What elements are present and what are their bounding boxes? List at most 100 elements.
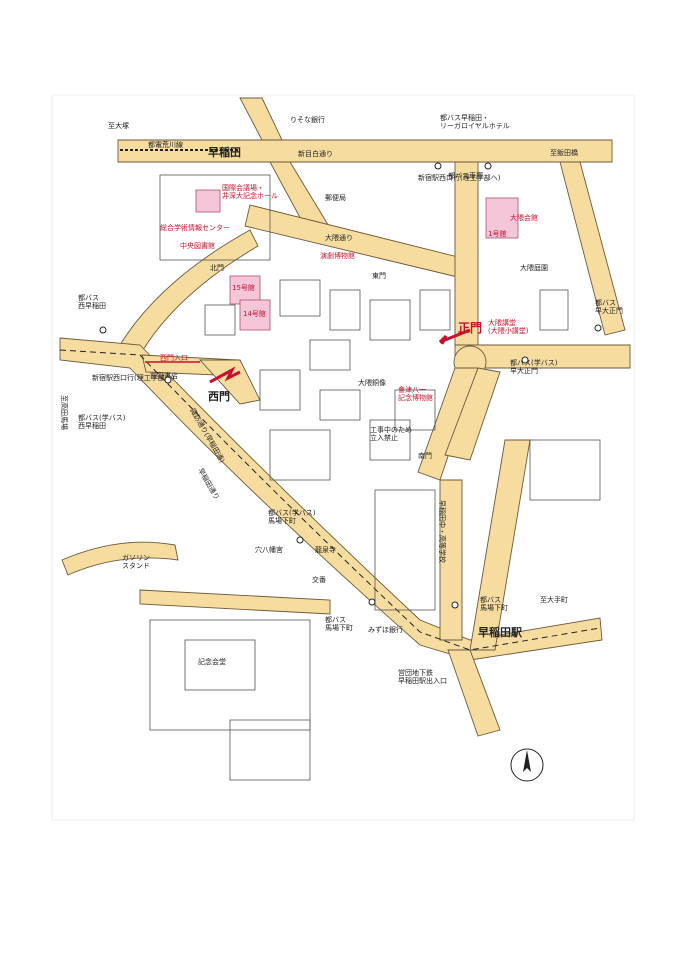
label-anahachiman: 穴八幡宮 <box>255 545 283 554</box>
label-to-iidabashi: 至飯田橋 <box>550 148 578 157</box>
buildings <box>149 174 601 781</box>
building-block-d[interactable] <box>369 299 411 341</box>
road-south-2[interactable] <box>444 367 501 461</box>
label-mizuho-bank: みずほ銀行 <box>368 625 403 634</box>
label-ichigokan: 1号館 <box>488 229 506 238</box>
building-construction[interactable] <box>369 419 411 461</box>
label-sogo-gakujutsu: 総合学術情報センター <box>160 223 230 232</box>
label-ryusenji: 龍泉寺 <box>315 545 336 554</box>
label-15go: 15号館 <box>232 283 255 292</box>
building-block-c[interactable] <box>329 289 361 331</box>
road-shin-mejiro[interactable] <box>117 139 613 163</box>
label-bus-stop-shinjuku: 新宿駅西口行(理工学部へ) <box>418 173 501 182</box>
road-chukou-east[interactable] <box>469 439 531 651</box>
road-waseda-dori[interactable] <box>59 337 603 661</box>
building-block-f[interactable] <box>309 339 351 371</box>
label-koban: 交番 <box>312 575 326 584</box>
label-nishimon: 西門 <box>208 390 230 403</box>
building-east-block[interactable] <box>529 439 601 501</box>
label-nishimon-iriguchi: 西門入口 <box>160 354 188 362</box>
building-waseda-chukou[interactable] <box>374 489 436 611</box>
label-okuma-kodo: 大隈講堂(大隈小講堂) <box>488 318 529 335</box>
label-14go: 14号館 <box>243 309 266 318</box>
bus-stop-icon[interactable] <box>164 376 172 384</box>
label-chuo-toshokan: 中央図書館 <box>180 241 215 250</box>
road-main-gate-north[interactable] <box>454 161 479 346</box>
label-eidan-chikatetsu: 営団地下鉄早稲田駅出入口 <box>398 668 447 685</box>
label-waseda-station-toden: 早稲田 <box>208 145 241 159</box>
building-block-b[interactable] <box>279 279 321 317</box>
label-waseda-eki: 早稲田駅 <box>478 625 522 639</box>
label-bus-babashita-lower: 都バス馬場下町 <box>325 616 353 632</box>
label-bus-gakubus-nishiwaseda: 都バス(学バス)西早稲田 <box>78 413 126 430</box>
building-lower-block[interactable] <box>229 719 311 781</box>
building-aizu-museum[interactable] <box>394 389 436 431</box>
label-waseda-chukou: 早稲田中・高等学校 <box>438 500 447 563</box>
label-shin-mejiro-dori: 新目白通り <box>298 149 333 158</box>
bus-stop-icon[interactable] <box>296 536 304 544</box>
label-aizu-yaichi: 會津八一記念博物館 <box>398 385 433 402</box>
road-east[interactable] <box>559 161 626 336</box>
building-block-g[interactable] <box>259 369 301 411</box>
bus-stop-icon[interactable] <box>451 601 459 609</box>
label-maeno-shoten: 前野書店 <box>150 371 178 380</box>
label-tomon: 東門 <box>372 271 386 280</box>
label-minamimon: 南門 <box>418 451 432 460</box>
label-bus-babashita-right: 都バス馬場下町 <box>480 596 508 612</box>
road-south-station[interactable] <box>447 649 501 737</box>
label-okuma-dori: 大隈通り <box>325 233 353 242</box>
label-engeki-hakubutsukan: 演劇博物館 <box>320 251 355 260</box>
roads <box>59 97 631 737</box>
label-bus-riga: 都バス早稲田・リーガロイヤルホテル <box>440 113 510 130</box>
label-okuma-dozo: 大隈銅像 <box>358 378 386 387</box>
building-kinen-kaido-inner[interactable] <box>184 639 256 691</box>
bus-stop-markers <box>99 162 602 609</box>
label-bus-babashita-upper: 都バス(学バス)馬場下町 <box>268 508 316 525</box>
label-bus-daishomon-center: 都バス(学バス)早大正門 <box>510 358 558 375</box>
road-lower-horizontal[interactable] <box>139 589 331 615</box>
label-hokumon: 北門 <box>210 264 224 272</box>
road-gas-station-curve[interactable] <box>61 541 179 576</box>
label-to-otemachi: 至大手町 <box>540 595 568 604</box>
building-14go[interactable] <box>239 299 271 331</box>
bus-stop-icon[interactable] <box>594 324 602 332</box>
label-bus-nishiwaseda: 都バス西早稲田 <box>78 294 106 310</box>
label-post-office: 郵便局 <box>325 193 346 202</box>
building-block-a[interactable] <box>204 304 236 336</box>
label-kokusai-kaigijo: 国際会議場・井深大記念ホール <box>222 183 278 200</box>
building-sogo-gakujutsu[interactable] <box>159 174 271 261</box>
label-okuma-teien: 大隈庭園 <box>520 263 548 272</box>
road-west-curve[interactable] <box>119 229 259 356</box>
waseda-dori-dashed-line <box>59 349 601 651</box>
label-bus-waseda-daishomon-right: 都バス早大正門 <box>595 299 623 315</box>
label-risona-bank: りそな銀行 <box>290 115 325 124</box>
bus-stop-icon[interactable] <box>368 598 376 606</box>
shomon-arrow-icon <box>438 328 471 345</box>
label-okuma-kaikan: 大隈会館 <box>510 213 538 222</box>
road-upper-left[interactable] <box>239 97 283 141</box>
map-frame <box>51 94 635 821</box>
building-block-e[interactable] <box>419 289 451 331</box>
bus-stop-icon[interactable] <box>521 356 529 364</box>
label-toden-arakawa: 都電荒川線 <box>148 140 183 149</box>
building-block-i[interactable] <box>269 429 331 481</box>
label-shomon: 正門 <box>458 321 482 335</box>
building-kinen-kaido[interactable] <box>149 619 311 731</box>
nishimon-arrow-icon <box>209 366 241 384</box>
label-bus-garage: 都バス車庫 <box>448 171 483 180</box>
label-kinen-kaido: 記念会堂 <box>198 657 226 666</box>
building-block-h[interactable] <box>319 389 361 421</box>
bus-stop-icon[interactable] <box>484 162 492 170</box>
building-kokusai-kaigijo[interactable] <box>195 189 221 213</box>
label-koji-chu: 工事中のため立入禁止 <box>370 425 412 442</box>
road-okuma-dori[interactable] <box>244 204 471 281</box>
bus-stop-icon[interactable] <box>99 326 107 334</box>
building-15go[interactable] <box>229 275 261 305</box>
bus-stop-icon[interactable] <box>434 162 442 170</box>
building-okuma-kaikan[interactable] <box>485 197 519 239</box>
north-arrow-icon <box>510 748 544 782</box>
building-okuma-kodo-area[interactable] <box>539 289 569 331</box>
label-to-takadanobaba: 至高田馬場 <box>60 395 69 430</box>
road-chukou-west[interactable] <box>439 479 463 641</box>
